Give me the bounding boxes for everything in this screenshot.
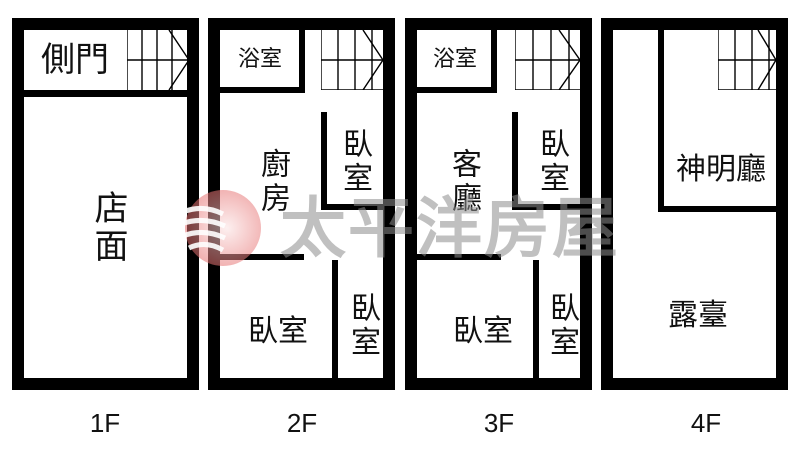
room-label-bedroom-2f-lower-right: 臥室	[345, 292, 380, 360]
wall-2f-bathroom-right	[299, 30, 305, 92]
floor-plan-2f: 浴室 廚房 臥室 臥室 臥室	[208, 18, 395, 390]
floor-plan-3f: 浴室 客廳 臥室 臥室 臥室	[405, 18, 592, 390]
room-label-kitchen: 廚房	[255, 148, 290, 216]
room-label-bedroom-2f-upper: 臥室	[337, 128, 372, 196]
wall-2f-bathroom-bottom	[220, 87, 305, 93]
wall-3f-lower-divider	[533, 260, 539, 378]
room-label-bedroom-2f-lower-left: 臥室	[248, 314, 308, 349]
stairs-icon	[321, 30, 383, 90]
wall-2f-middle-horizontal	[220, 254, 304, 260]
stairs-icon	[515, 30, 580, 90]
wall-3f-bathroom-right	[491, 30, 497, 92]
room-label-shrine-room: 神明廳	[676, 152, 766, 187]
floor-plan-1f: 側門 店面	[12, 18, 199, 390]
floor-label-3f: 3F	[483, 408, 515, 438]
wall-3f-bedroom-upper-left	[512, 112, 518, 210]
wall-2f-lower-divider	[332, 260, 338, 378]
floor-plan-4f: 神明廳 露臺	[601, 18, 788, 390]
wall-4f-shrine-left	[658, 30, 664, 212]
floor-label-4f: 4F	[690, 408, 722, 438]
wall-3f-middle-horizontal	[417, 254, 501, 260]
floor-label-2f: 2F	[286, 408, 318, 438]
wall-2f-bedroom-upper-left	[321, 112, 327, 210]
room-label-terrace: 露臺	[668, 298, 728, 333]
wall-3f-bedroom-upper-bottom	[512, 204, 580, 210]
stairs-icon	[718, 30, 776, 90]
room-label-living-room: 客廳	[446, 148, 481, 216]
room-label-storefront: 店面	[88, 190, 128, 266]
wall-4f-shrine-bottom	[658, 206, 776, 212]
room-label-bathroom-2f: 浴室	[237, 47, 282, 72]
stairs-icon	[127, 30, 189, 90]
wall-1f-side-door-divider	[24, 90, 187, 97]
room-label-bedroom-3f-upper: 臥室	[534, 128, 569, 196]
wall-2f-bedroom-upper-bottom	[321, 204, 383, 210]
wall-3f-bathroom-bottom	[417, 87, 497, 93]
room-label-bedroom-3f-lower-right: 臥室	[544, 292, 579, 360]
room-label-bedroom-3f-lower-left: 臥室	[453, 314, 513, 349]
floor-label-1f: 1F	[89, 408, 121, 438]
room-label-bathroom-3f: 浴室	[432, 47, 477, 72]
room-label-side-door: 側門	[41, 40, 109, 80]
